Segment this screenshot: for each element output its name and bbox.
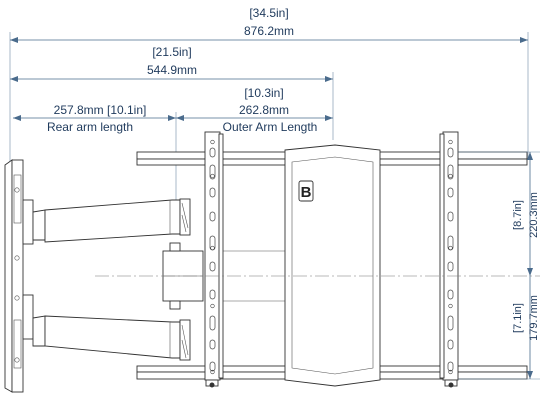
bracket-slot	[209, 187, 216, 198]
total-width-inches: [34.5in]	[249, 6, 288, 20]
outer-arm-inches: [10.3in]	[244, 86, 283, 100]
bracket-hole	[210, 303, 215, 309]
bracket-slot	[209, 315, 216, 331]
lower-arm	[32, 315, 191, 361]
bracket-slot	[447, 289, 454, 300]
right-height-dimensions: [8.7in] 220.3mm [7.1in] 179.7mm	[458, 151, 540, 380]
bracket-hole	[448, 369, 453, 375]
bracket-hole	[210, 369, 215, 375]
bracket-hole	[448, 173, 453, 179]
bracket-slot	[209, 261, 216, 272]
mid-width-dimension: [21.5in] 544.9mm	[10, 45, 334, 140]
bracket-slot	[209, 164, 216, 180]
lower-height-mm: 179.7mm	[528, 295, 540, 341]
bracket-hole	[210, 173, 215, 179]
left-vertical-bracket	[204, 131, 224, 388]
bracket-hole	[448, 139, 453, 145]
outer-arm-mm: 262.8mm	[239, 103, 289, 117]
bracket-hole	[210, 139, 215, 145]
left-bracket-slots	[209, 139, 216, 375]
bracket-slot	[447, 164, 454, 180]
bracket-slot	[447, 187, 454, 198]
outer-arm-dimension: [10.3in] 262.8mm Outer Arm Length	[175, 86, 333, 225]
upper-height-mm: 220.3mm	[528, 192, 540, 238]
bracket-slot	[447, 211, 454, 222]
lower-height-inches: [7.1in]	[512, 303, 524, 333]
bracket-slot	[209, 289, 216, 300]
bracket-hole	[448, 303, 453, 309]
rear-arm-label: Rear arm length	[47, 120, 133, 134]
mid-width-mm: 544.9mm	[147, 63, 197, 77]
bracket-slot	[447, 147, 454, 158]
bracket-slot	[209, 147, 216, 158]
logo-mark: B	[301, 184, 312, 201]
mid-width-inches: [21.5in]	[152, 45, 191, 59]
bracket-hole	[448, 245, 453, 251]
bracket-slot	[447, 361, 454, 372]
right-vertical-bracket	[439, 131, 459, 388]
bracket-slot	[447, 261, 454, 272]
outer-arm-label: Outer Arm Length	[223, 120, 318, 134]
total-width-dimension: [34.5in] 876.2mm	[9, 6, 529, 170]
bracket-slot	[209, 211, 216, 222]
right-bracket-slots	[447, 139, 454, 375]
upper-arm	[32, 198, 191, 243]
center-housing: B	[284, 144, 381, 387]
bracket-slot	[209, 361, 216, 372]
bracket-slot	[447, 315, 454, 331]
rear-arm-dimension: 257.8mm [10.1in] Rear arm length	[13, 103, 176, 134]
bracket-slot	[209, 339, 216, 350]
rear-arm-combined: 257.8mm [10.1in]	[54, 103, 147, 117]
bracket-slot	[447, 339, 454, 350]
wall-plate	[4, 159, 34, 393]
upper-height-inches: [8.7in]	[512, 200, 524, 230]
bracket-hole	[210, 245, 215, 251]
total-width-mm: 876.2mm	[244, 24, 294, 38]
